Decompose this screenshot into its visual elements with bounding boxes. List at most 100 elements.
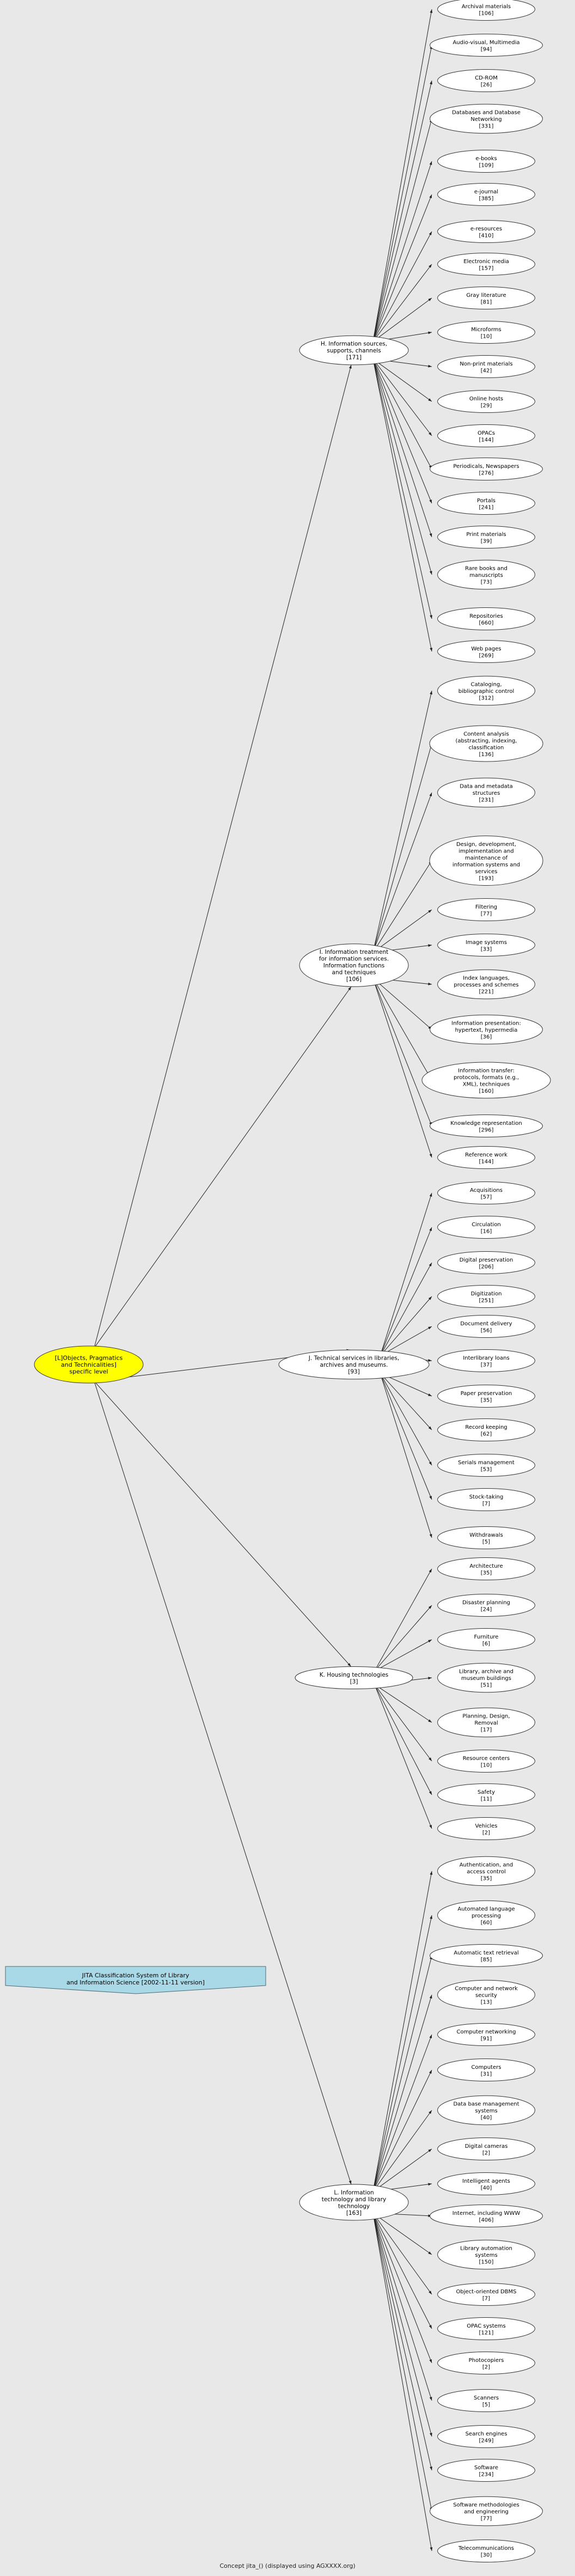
node-h-child-7[interactable]: e-resources[410] (437, 220, 535, 243)
node-l-child-16-label-2: [249] (479, 2438, 494, 2444)
node-l-child-10[interactable]: Internet, including WWW[406] (430, 2204, 543, 2227)
node-h-child-15[interactable]: Portals[241] (437, 492, 535, 515)
node-h-child-12-shape (437, 390, 535, 413)
node-h-child-3-label-2: [26] (481, 82, 492, 88)
node-i-child-1[interactable]: Cataloging,bibliographic control[312] (437, 675, 535, 706)
node-h-child-2[interactable]: Audio-visual, Multimedia[94] (430, 34, 543, 57)
edge-branch-l-child-5 (372, 2034, 432, 2192)
node-i-child-2-label-1: Content analysis (463, 731, 509, 737)
edge-root-to-branch-k-arrow (347, 1663, 351, 1667)
node-branch-l-shape (299, 2184, 409, 2221)
node-i-child-10[interactable]: Knowledge representation[296] (430, 1115, 543, 1137)
node-j-child-5[interactable]: Document delivery[56] (437, 1315, 535, 1338)
node-l-child-17-label-1: Software (474, 2465, 498, 2471)
node-i-child-11[interactable]: Reference work[144] (437, 1146, 535, 1169)
edge-branch-l-child-6 (372, 2069, 432, 2192)
node-j-child-4[interactable]: Digitization[251] (437, 1285, 535, 1308)
node-l-child-3[interactable]: Automatic text retrieval[85] (430, 1944, 543, 1967)
node-j-child-1[interactable]: Acquisitions[57] (437, 1182, 535, 1204)
node-h-child-15-shape (437, 492, 535, 515)
node-k-child-8[interactable]: Vehicles[2] (437, 1817, 535, 1840)
node-k-child-1[interactable]: Architecture[35] (437, 1557, 535, 1580)
node-l-child-19[interactable]: Telecommunications[30] (437, 2540, 535, 2562)
node-j-child-3[interactable]: Digital preservation[206] (437, 1251, 535, 1274)
node-i-child-2[interactable]: Content analysis(abstracting, indexing,c… (429, 725, 543, 762)
node-i-child-4-shape (429, 836, 543, 886)
node-j-child-10-label-1: Stock-taking (469, 1494, 504, 1500)
node-l-child-14[interactable]: Photocopiers[2] (437, 2352, 535, 2374)
edge-branch-i-child-2 (372, 743, 432, 953)
node-i-child-9[interactable]: Information transfer:protocols, formats … (421, 1062, 551, 1099)
node-j-child-7[interactable]: Paper preservation[35] (437, 1385, 535, 1408)
node-l-child-13[interactable]: OPAC systems[121] (437, 2317, 535, 2340)
node-h-child-10[interactable]: Microforms[10] (437, 321, 535, 344)
node-k-child-8-label-2: [2] (482, 1830, 490, 1836)
node-h-child-1[interactable]: Archival materials[106] (437, 0, 535, 21)
node-i-child-5[interactable]: Filtering[77] (437, 898, 535, 921)
edge-branch-j-child-5-arrow (428, 1326, 432, 1330)
node-l-child-9[interactable]: Intelligent agents[40] (437, 2172, 535, 2195)
node-k-child-3[interactable]: Furniture[6] (437, 1628, 535, 1651)
node-h-child-5[interactable]: e-books[109] (437, 150, 535, 173)
node-j-child-11[interactable]: Withdrawals[5] (437, 1526, 535, 1549)
node-l-child-17[interactable]: Software[234] (437, 2459, 535, 2482)
node-l-child-8[interactable]: Digital cameras[2] (437, 2137, 535, 2160)
node-h-child-6[interactable]: e-journal[385] (437, 183, 535, 206)
node-l-child-5[interactable]: Computer networking[91] (437, 2023, 535, 2046)
node-i-child-6[interactable]: Image systems[33] (437, 934, 535, 957)
node-i-child-4-label-2: implementation and (458, 848, 513, 854)
node-l-child-15[interactable]: Scanners[5] (437, 2389, 535, 2412)
node-i-child-4-label-6: [193] (479, 875, 494, 881)
node-h-child-13[interactable]: OPACs[144] (437, 424, 535, 447)
node-l-child-12[interactable]: Object-oriented DBMS[7] (437, 2283, 535, 2306)
node-branch-h-shape (299, 335, 409, 366)
node-h-child-2-label-1: Audio-visual, Multimedia (452, 40, 519, 46)
node-i-child-7[interactable]: Index languages,processes and schemes[22… (437, 969, 535, 1000)
node-l-child-6[interactable]: Computers[31] (437, 2059, 535, 2081)
node-h-child-9[interactable]: Gray literature[81] (437, 287, 535, 309)
node-l-child-16[interactable]: Search engines[249] (437, 2425, 535, 2448)
node-k-child-7[interactable]: Safety[11] (437, 1783, 535, 1806)
node-i-child-8[interactable]: Information presentation:hypertext, hype… (430, 1014, 543, 1045)
node-h-child-14[interactable]: Periodicals, Newspapers[276] (430, 458, 543, 480)
node-j-child-2[interactable]: Circulation[16] (437, 1216, 535, 1239)
node-branch-k[interactable]: K. Housing technologies[3] (295, 1666, 413, 1689)
node-k-child-5[interactable]: Planning, Design,Removal[17] (437, 1707, 535, 1738)
node-i-child-4[interactable]: Design, development,implementation andma… (429, 836, 543, 886)
node-h-child-16[interactable]: Print materials[39] (437, 526, 535, 549)
node-j-child-8[interactable]: Record keeping[62] (437, 1418, 535, 1441)
edge-branch-l-child-19-arrow (430, 2547, 433, 2551)
node-h-child-19[interactable]: Web pages[269] (437, 640, 535, 663)
node-l-child-17-shape (437, 2459, 535, 2482)
node-branch-j[interactable]: J. Technical services in libraries,archi… (278, 1349, 430, 1380)
node-h-child-18[interactable]: Repositories[660] (437, 607, 535, 630)
node-j-child-10[interactable]: Stock-taking[7] (437, 1488, 535, 1511)
node-branch-h[interactable]: H. Information sources,supports, channel… (299, 335, 409, 366)
node-h-child-8[interactable]: Electronic media[157] (437, 253, 535, 276)
node-k-child-6-label-1: Resource centers (463, 1756, 510, 1762)
edge-branch-h-child-11-arrow (428, 364, 432, 368)
node-h-child-11[interactable]: Non-print materials[42] (437, 355, 535, 378)
node-h-child-12[interactable]: Online hosts[29] (437, 390, 535, 413)
node-h-child-3[interactable]: CD-ROM[26] (437, 69, 535, 92)
node-j-child-9[interactable]: Serials management[53] (437, 1454, 535, 1477)
node-i-child-4-label-5: services (475, 869, 497, 875)
node-j-child-6[interactable]: Interlibrary loans[37] (437, 1349, 535, 1372)
edge-branch-j-child-3 (380, 1262, 432, 1356)
node-k-child-2[interactable]: Disaster planning[24] (437, 1594, 535, 1617)
node-h-child-16-shape (437, 526, 535, 549)
node-k-child-6[interactable]: Resource centers[10] (437, 1750, 535, 1773)
